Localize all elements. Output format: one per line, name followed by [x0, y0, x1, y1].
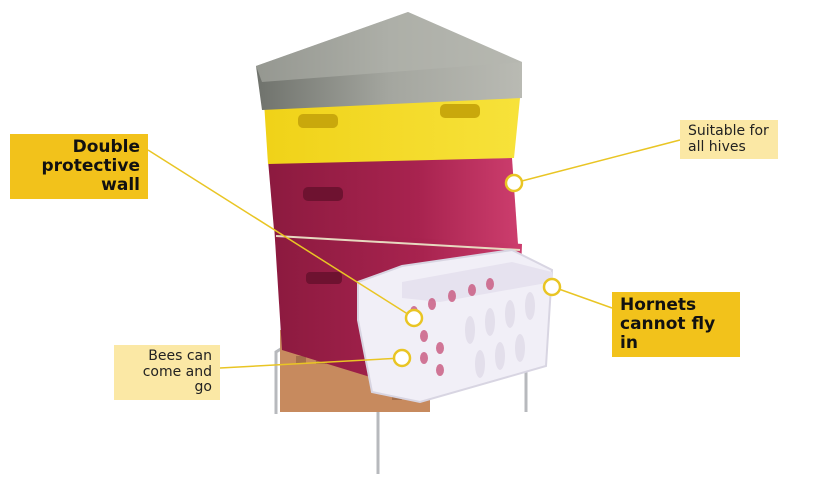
label-bees-line1: Bees can — [148, 348, 212, 364]
label-suitable-line1: Suitable for — [688, 123, 769, 139]
marker-double-wall — [404, 308, 424, 328]
label-double-wall-line1: Double — [72, 137, 140, 157]
label-bees-line2: come and go — [142, 363, 212, 396]
hive-lid — [256, 12, 522, 110]
marker-hornets — [542, 277, 562, 297]
label-double-protective-wall: Double protective wall — [10, 134, 148, 200]
label-hornets-line1: Hornets — [620, 295, 697, 315]
marker-circles — [392, 173, 562, 368]
leader-double-wall — [147, 149, 415, 319]
label-suitable-line2: all hives — [688, 138, 746, 155]
marker-suitable — [504, 173, 524, 193]
label-hornets-line2: cannot fly in — [620, 314, 716, 354]
label-suitable-for-all-hives: Suitable for all hives — [680, 120, 778, 160]
hive-super-yellow — [264, 98, 520, 164]
hive-body-middle — [268, 158, 518, 244]
hornet-guard — [357, 248, 554, 404]
marker-bees — [392, 348, 412, 368]
leader-bees — [219, 357, 403, 369]
leader-suitable — [517, 139, 681, 183]
label-bees-can-come-and-go: Bees can come and go — [114, 345, 220, 401]
label-hornets-cannot-fly-in: Hornets cannot fly in — [612, 292, 740, 358]
leader-lines — [147, 139, 681, 369]
leader-hornets — [555, 287, 613, 309]
label-double-wall-line2: protective wall — [41, 156, 140, 196]
